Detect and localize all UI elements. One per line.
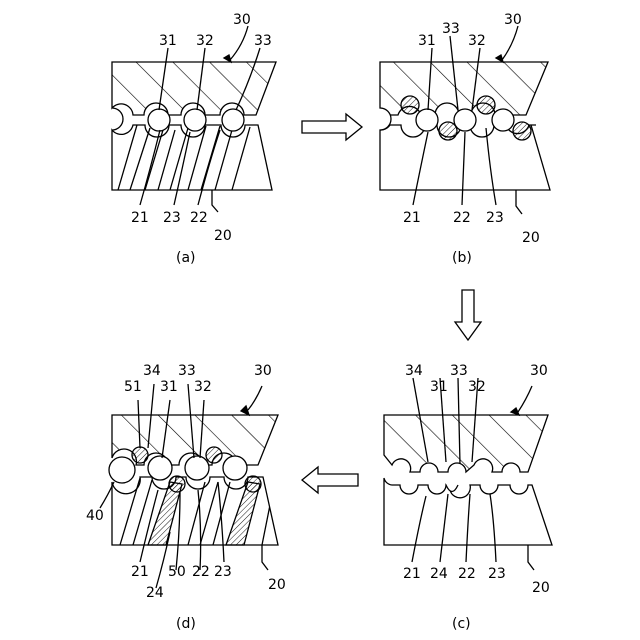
label-32: 32 bbox=[194, 379, 212, 395]
label-50: 50 bbox=[168, 564, 186, 580]
label-33: 33 bbox=[450, 363, 468, 379]
label-33: 33 bbox=[254, 33, 272, 49]
ball-40 bbox=[109, 457, 135, 483]
deposit-51a bbox=[132, 447, 148, 463]
label-30: 30 bbox=[254, 363, 272, 379]
ball-32 bbox=[185, 456, 209, 480]
label-31: 31 bbox=[159, 33, 177, 49]
ball-33 bbox=[223, 456, 247, 480]
label-40: 40 bbox=[86, 508, 104, 524]
panel-b bbox=[380, 26, 550, 214]
label-24: 24 bbox=[430, 566, 448, 582]
label-22: 22 bbox=[190, 210, 208, 226]
label-22: 22 bbox=[453, 210, 471, 226]
caption-b: (b) bbox=[452, 250, 472, 266]
label-51: 51 bbox=[124, 379, 142, 395]
label-24: 24 bbox=[146, 585, 164, 601]
upper-member-30 bbox=[112, 62, 276, 115]
label-32: 32 bbox=[468, 379, 486, 395]
ball-31 bbox=[148, 109, 170, 131]
arrow-a-to-b bbox=[302, 114, 362, 140]
label-31: 31 bbox=[418, 33, 436, 49]
label-32: 32 bbox=[468, 33, 486, 49]
label-30: 30 bbox=[233, 12, 251, 28]
arrow-b-to-c bbox=[455, 290, 481, 340]
label-22: 22 bbox=[458, 566, 476, 582]
ball-31 bbox=[416, 109, 438, 131]
ball-31 bbox=[148, 456, 172, 480]
caption-d: (d) bbox=[176, 616, 196, 632]
label-33: 33 bbox=[178, 363, 196, 379]
panel-c bbox=[384, 378, 552, 570]
ball-33 bbox=[454, 109, 476, 131]
label-32: 32 bbox=[196, 33, 214, 49]
deposit-bottom-2 bbox=[513, 122, 531, 140]
label-21: 21 bbox=[403, 210, 421, 226]
label-33: 33 bbox=[442, 21, 460, 37]
label-23: 23 bbox=[486, 210, 504, 226]
label-34: 34 bbox=[405, 363, 423, 379]
upper-member-30 bbox=[384, 415, 548, 472]
label-21: 21 bbox=[403, 566, 421, 582]
label-20: 20 bbox=[522, 230, 540, 246]
label-22: 22 bbox=[192, 564, 210, 580]
deposit-top-2 bbox=[477, 96, 495, 114]
ball-32 bbox=[492, 109, 514, 131]
label-30: 30 bbox=[530, 363, 548, 379]
panel-a bbox=[112, 26, 276, 212]
deposit-lower-b bbox=[245, 476, 261, 492]
label-21: 21 bbox=[131, 564, 149, 580]
ball-33 bbox=[222, 109, 244, 131]
caption-a: (a) bbox=[176, 250, 196, 266]
label-34: 34 bbox=[143, 363, 161, 379]
label-20: 20 bbox=[268, 577, 286, 593]
deposit-51b bbox=[206, 447, 222, 463]
panel-d bbox=[100, 384, 278, 588]
ball-32 bbox=[184, 109, 206, 131]
deposit-lower-a bbox=[169, 476, 185, 492]
label-23: 23 bbox=[214, 564, 232, 580]
label-20: 20 bbox=[532, 580, 550, 596]
arrow-c-to-d bbox=[302, 467, 358, 493]
deposit-top-1 bbox=[401, 96, 419, 114]
label-20: 20 bbox=[214, 228, 232, 244]
label-31: 31 bbox=[160, 379, 178, 395]
label-31: 31 bbox=[430, 379, 448, 395]
label-21: 21 bbox=[131, 210, 149, 226]
label-30: 30 bbox=[504, 12, 522, 28]
label-23: 23 bbox=[163, 210, 181, 226]
label-23: 23 bbox=[488, 566, 506, 582]
deposit-bottom-1 bbox=[439, 122, 457, 140]
caption-c: (c) bbox=[452, 616, 471, 632]
